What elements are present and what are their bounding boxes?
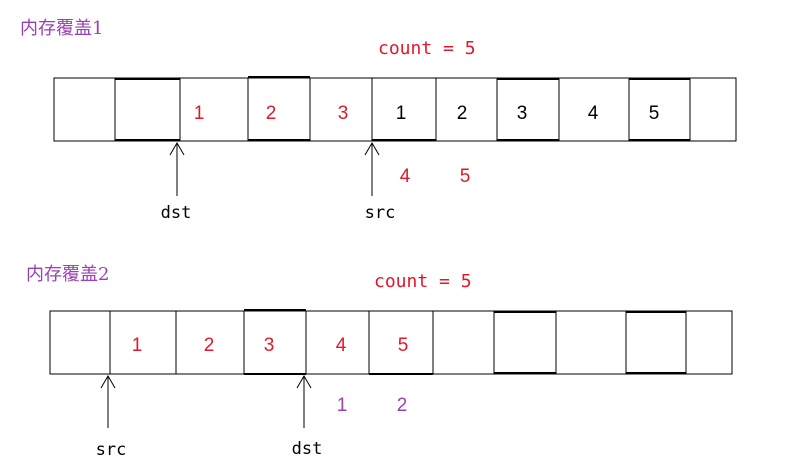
- diagram1-value: 4: [587, 103, 599, 124]
- diagram2-value: 1: [131, 335, 143, 356]
- diagram2-src-arrow: [100, 375, 116, 428]
- diagram1-memory-row: [53, 76, 737, 142]
- diagram2-overflow-value: 2: [396, 395, 408, 416]
- diagram1-overflow-value: 5: [459, 166, 471, 187]
- diagram1-title: 内存覆盖1: [20, 18, 104, 39]
- diagram2-value: 4: [335, 335, 347, 356]
- diagram1-count-label: count = 5: [378, 38, 476, 59]
- diagram2-title: 内存覆盖2: [26, 264, 110, 285]
- diagram1-dst-label: dst: [160, 203, 192, 223]
- diagram2-src-label: src: [95, 440, 127, 460]
- diagram1-value: 5: [648, 103, 660, 124]
- diagram2-dst-arrow: [296, 375, 312, 428]
- diagram1-src-arrow: [364, 142, 380, 196]
- diagram2-value: 3: [263, 335, 275, 356]
- diagram1-value: 1: [193, 103, 205, 124]
- diagram2-dst-label: dst: [291, 439, 323, 459]
- diagram1-value: 1: [395, 103, 407, 124]
- diagram1-value: 2: [456, 103, 468, 124]
- diagram2-cell-frame: [49, 310, 733, 375]
- diagram1-overflow-value: 4: [399, 166, 411, 187]
- diagram2-count-label: count = 5: [374, 271, 472, 292]
- diagram2-value: 2: [203, 335, 215, 356]
- diagram1-value: 2: [265, 103, 277, 124]
- diagram1-value: 3: [516, 103, 528, 124]
- diagram1-src-label: src: [364, 203, 396, 223]
- diagram2-memory-row: [49, 309, 733, 375]
- diagram1-value: 3: [337, 103, 349, 124]
- diagram1-dst-arrow: [169, 142, 185, 196]
- diagram2-value: 5: [397, 335, 409, 356]
- diagram2-overflow-value: 1: [336, 395, 348, 416]
